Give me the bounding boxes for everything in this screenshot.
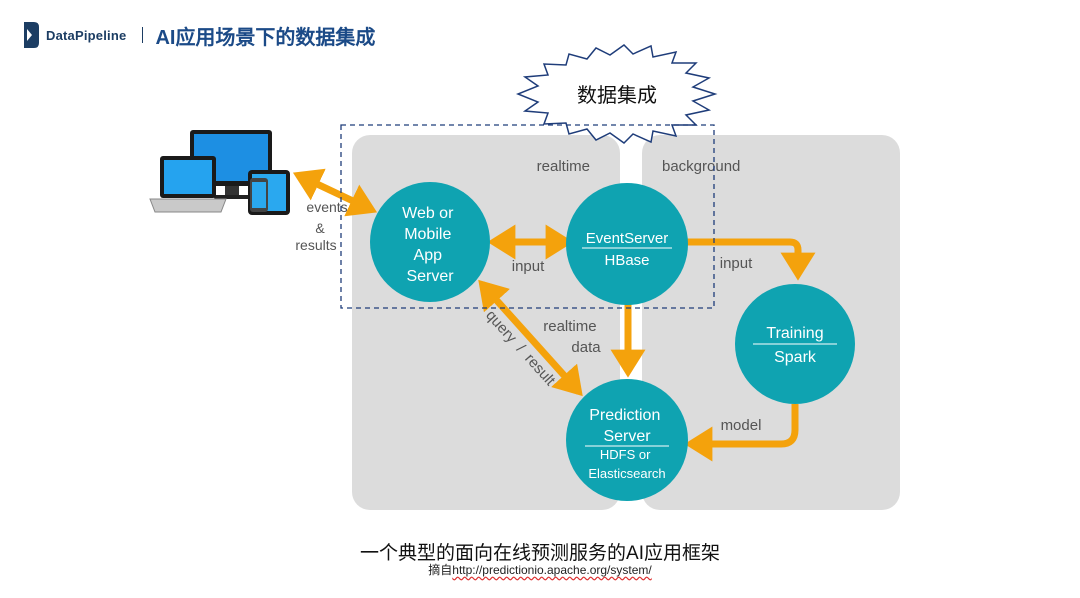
prediction-server-node xyxy=(566,379,688,501)
source-prefix: 摘自 xyxy=(428,563,453,577)
event-server-node xyxy=(566,183,688,305)
figure-source: 摘自http://predictionio.apache.org/system/ xyxy=(0,561,1080,578)
query-result-arrow xyxy=(478,279,583,397)
model-arrow xyxy=(684,404,799,462)
integration-scope-box xyxy=(340,124,715,309)
events-arrow xyxy=(292,168,378,217)
burst-shape xyxy=(515,44,718,144)
background-panel-label: background xyxy=(662,158,740,175)
input-label-right: input xyxy=(720,255,753,272)
web-app-server-node xyxy=(370,182,490,302)
training-engine: Spark xyxy=(774,349,817,366)
training-label: Training xyxy=(766,325,823,342)
realtime-data-label: realtime data xyxy=(543,318,601,356)
source-link[interactable]: http://predictionio.apache.org/system/ xyxy=(452,563,652,577)
burst-label: 数据集成 xyxy=(577,84,657,107)
input-arrow-right xyxy=(686,238,816,281)
event-server-label: EventServer xyxy=(586,230,669,247)
event-server-storage: HBase xyxy=(604,252,649,269)
realtime-panel-label: realtime xyxy=(537,158,590,175)
page-title: AI应用场景下的数据集成 xyxy=(155,26,376,49)
brand-name: DataPipeline xyxy=(46,27,127,43)
header: DataPipeline AI应用场景下的数据集成 xyxy=(22,18,375,52)
web-app-server-label: Web or Mobile App Server xyxy=(402,205,458,285)
prediction-server-storage: HDFS or Elasticsearch xyxy=(588,447,665,481)
model-label: model xyxy=(721,417,762,434)
input-label-left: input xyxy=(512,258,545,275)
datapipeline-logo-icon xyxy=(24,22,39,48)
events-results-label: events & results xyxy=(295,199,351,253)
prediction-server-label: Prediction Server xyxy=(589,407,665,445)
figure-caption: 一个典型的面向在线预测服务的AI应用框架 xyxy=(360,543,720,564)
header-divider xyxy=(142,27,144,43)
devices-icon xyxy=(149,130,290,215)
